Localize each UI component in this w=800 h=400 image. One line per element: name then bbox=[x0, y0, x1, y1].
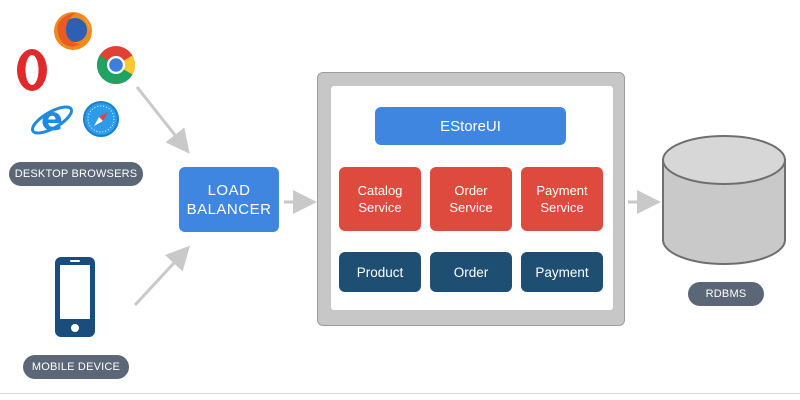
estore-ui-box: EStoreUI bbox=[375, 107, 566, 145]
firefox-icon bbox=[54, 12, 92, 50]
ie-icon: e bbox=[31, 100, 73, 138]
payment-service-line2: Service bbox=[540, 200, 584, 215]
order-service-line1: Order bbox=[454, 183, 488, 198]
load-balancer-line2: BALANCER bbox=[186, 200, 272, 218]
payment-service-box: Payment Service bbox=[521, 167, 603, 231]
rdbms-label: RDBMS bbox=[688, 282, 764, 306]
order-db-box: Order bbox=[430, 252, 512, 292]
svg-text:e: e bbox=[41, 100, 63, 138]
database-icon bbox=[662, 135, 786, 265]
catalog-service-line2: Service bbox=[358, 200, 402, 215]
desktop-browsers-label: DESKTOP BROWSERS bbox=[9, 162, 143, 186]
arrow-browsers-to-lb bbox=[135, 86, 190, 154]
payment-service-line1: Payment bbox=[536, 183, 588, 198]
payment-db-box: Payment bbox=[521, 252, 603, 292]
arrow-mobile-to-lb bbox=[133, 245, 191, 307]
catalog-service-line1: Catalog bbox=[357, 183, 403, 198]
chrome-icon bbox=[96, 46, 136, 85]
bottom-divider bbox=[0, 393, 800, 394]
product-db-box: Product bbox=[339, 252, 421, 292]
order-service-box: Order Service bbox=[430, 167, 512, 231]
load-balancer-box: LOAD BALANCER bbox=[179, 167, 279, 232]
mobile-device-label: MOBILE DEVICE bbox=[23, 355, 129, 379]
catalog-service-box: Catalog Service bbox=[339, 167, 421, 231]
mobile-phone-icon bbox=[55, 257, 95, 337]
opera-icon bbox=[17, 49, 47, 91]
load-balancer-line1: LOAD bbox=[207, 181, 251, 199]
safari-icon bbox=[83, 101, 119, 137]
order-service-line2: Service bbox=[449, 200, 493, 215]
